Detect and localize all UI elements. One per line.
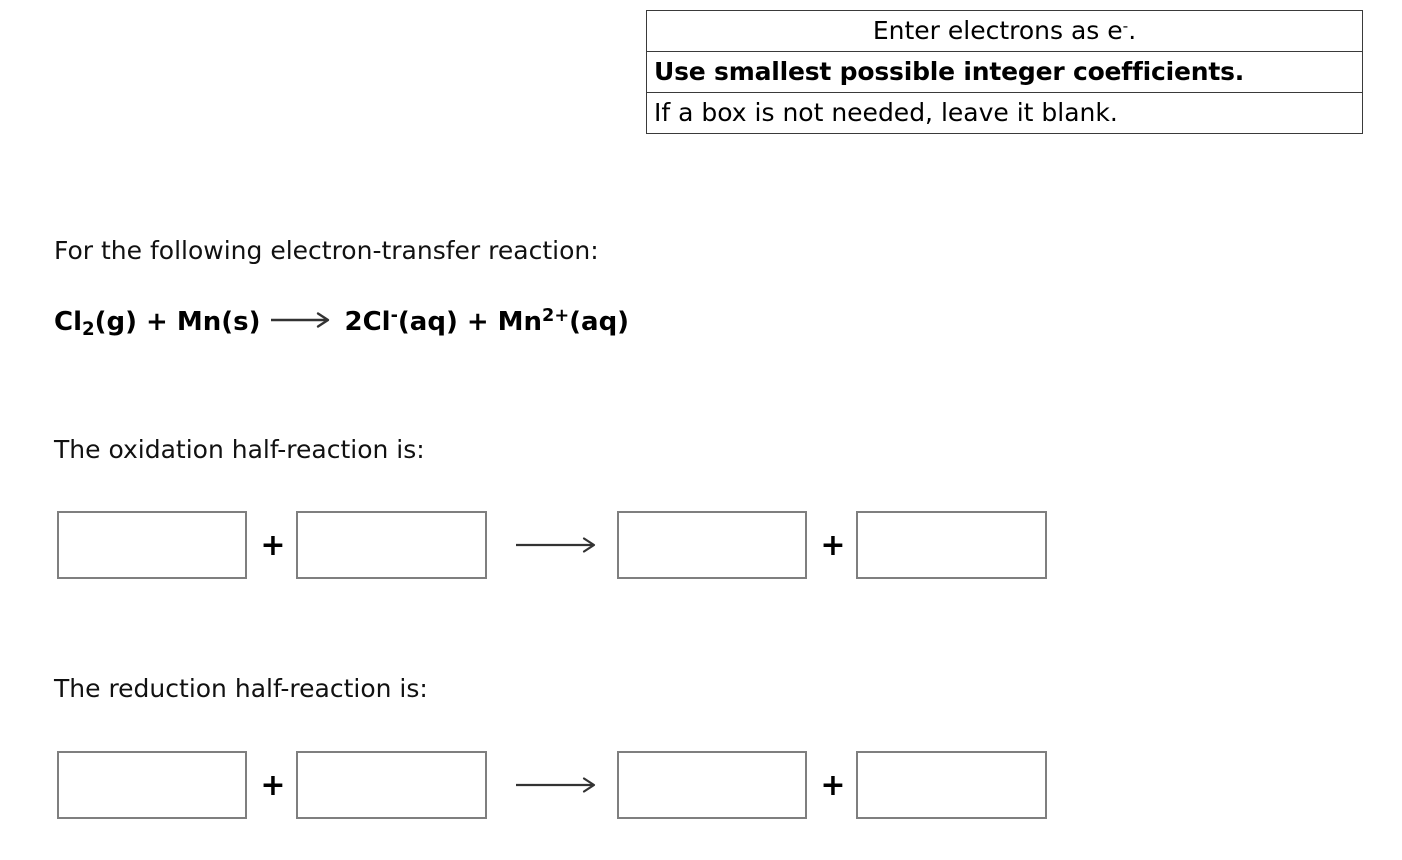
equation-reactant-2: Mn(s): [177, 308, 261, 337]
oxidation-label: The oxidation half-reaction is:: [54, 435, 425, 464]
equation-plus-1: +: [146, 307, 168, 337]
oxidation-input-product-1[interactable]: [617, 511, 807, 579]
instruction-cell-blank-box: If a box is not needed, leave it blank.: [646, 92, 1363, 134]
reactant-2-state: (s): [221, 307, 261, 337]
reactant-2-symbol: Mn: [176, 307, 222, 337]
instruction-cell-coefficients: Use smallest possible integer coefficien…: [646, 51, 1363, 93]
instruction-electrons-prefix: Enter electrons as e: [872, 16, 1123, 45]
intro-text: For the following electron-transfer reac…: [54, 236, 599, 265]
oxidation-input-reactant-2[interactable]: [296, 511, 487, 579]
instruction-row-coefficients: Use smallest possible integer coefficien…: [646, 51, 1363, 93]
oxidation-plus-1: +: [260, 527, 286, 563]
equation-reactant-1: Cl2(g): [54, 307, 138, 341]
reduction-input-product-1[interactable]: [617, 751, 807, 819]
product-1-state: (aq): [397, 307, 458, 337]
reactant-1-subscript: 2: [82, 319, 95, 341]
reduction-input-reactant-2[interactable]: [296, 751, 487, 819]
equation-arrow-icon: [270, 309, 334, 338]
oxidation-input-reactant-1[interactable]: [57, 511, 247, 579]
instruction-row-electrons: Enter electrons as e-.: [646, 10, 1363, 52]
product-1-symbol: Cl: [362, 307, 391, 337]
oxidation-arrow-icon: [508, 511, 608, 579]
reduction-input-product-2[interactable]: [856, 751, 1047, 819]
electron-charge-superscript: -: [1122, 16, 1129, 35]
oxidation-input-product-2[interactable]: [856, 511, 1047, 579]
equation-product-1: 2Cl-(aq): [344, 305, 458, 337]
reactant-1-symbol: Cl: [54, 307, 82, 337]
product-2-state: (aq): [569, 307, 630, 337]
product-1-coefficient: 2: [344, 307, 363, 337]
reduction-label: The reduction half-reaction is:: [54, 674, 428, 703]
reduction-plus-1: +: [260, 767, 286, 803]
instructions-table: Enter electrons as e-. Use smallest poss…: [646, 10, 1363, 134]
instruction-cell-electrons: Enter electrons as e-.: [646, 10, 1363, 52]
reduction-plus-2: +: [820, 767, 846, 803]
product-2-charge: 2+: [542, 305, 570, 326]
reactant-1-state: (g): [94, 307, 138, 337]
instruction-row-blank-box: If a box is not needed, leave it blank.: [646, 92, 1363, 134]
reduction-input-reactant-1[interactable]: [57, 751, 247, 819]
product-1-charge: -: [390, 305, 398, 326]
oxidation-plus-2: +: [820, 527, 846, 563]
reduction-arrow-icon: [508, 751, 608, 819]
equation-product-2: Mn2+(aq): [497, 305, 630, 337]
instruction-electrons-suffix: .: [1128, 16, 1137, 45]
equation-plus-2: +: [466, 307, 489, 337]
product-2-symbol: Mn: [497, 307, 543, 337]
overall-equation: Cl2(g) + Mn(s) 2Cl-(aq) + Mn2+(aq): [54, 305, 630, 341]
